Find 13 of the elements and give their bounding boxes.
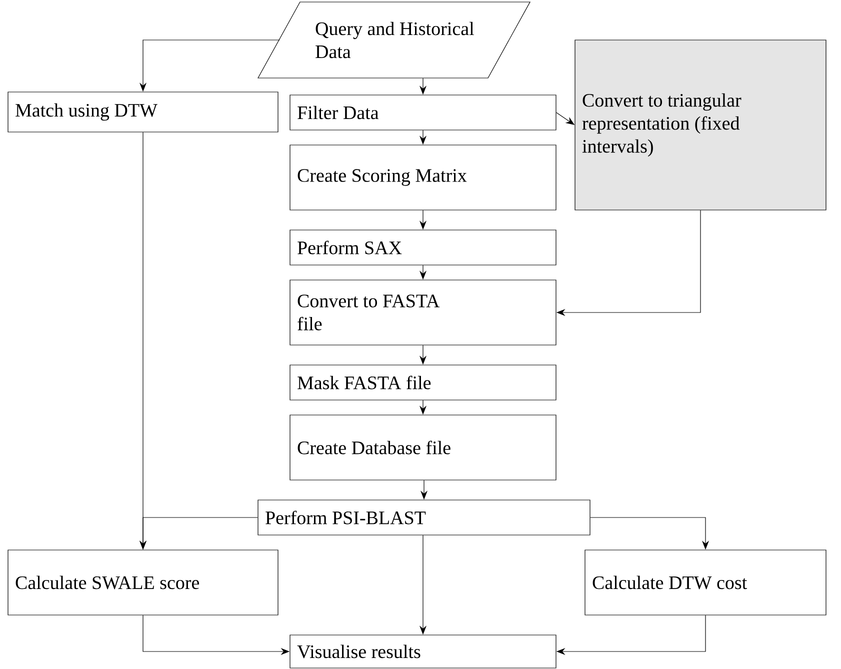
process-box: Perform PSI-BLAST [258,500,590,536]
process-box: Filter Data [290,94,556,130]
process-box: Visualise results [290,634,556,668]
process-box: Create Scoring Matrix [290,144,556,210]
process-box: Match using DTW [8,92,278,132]
process-box: Mask FASTA file [290,364,556,400]
process-box: Convert to triangular representation (fixed intervals) [574,40,826,210]
process-box: Convert to FASTA file [290,280,556,346]
data-parallelogram: Query and Historical Data [258,2,531,78]
process-box: Calculate DTW cost [584,550,826,616]
process-box: Perform SAX [290,230,556,266]
process-box: Create Database file [290,414,556,480]
process-box: Calculate SWALE score [8,550,278,616]
